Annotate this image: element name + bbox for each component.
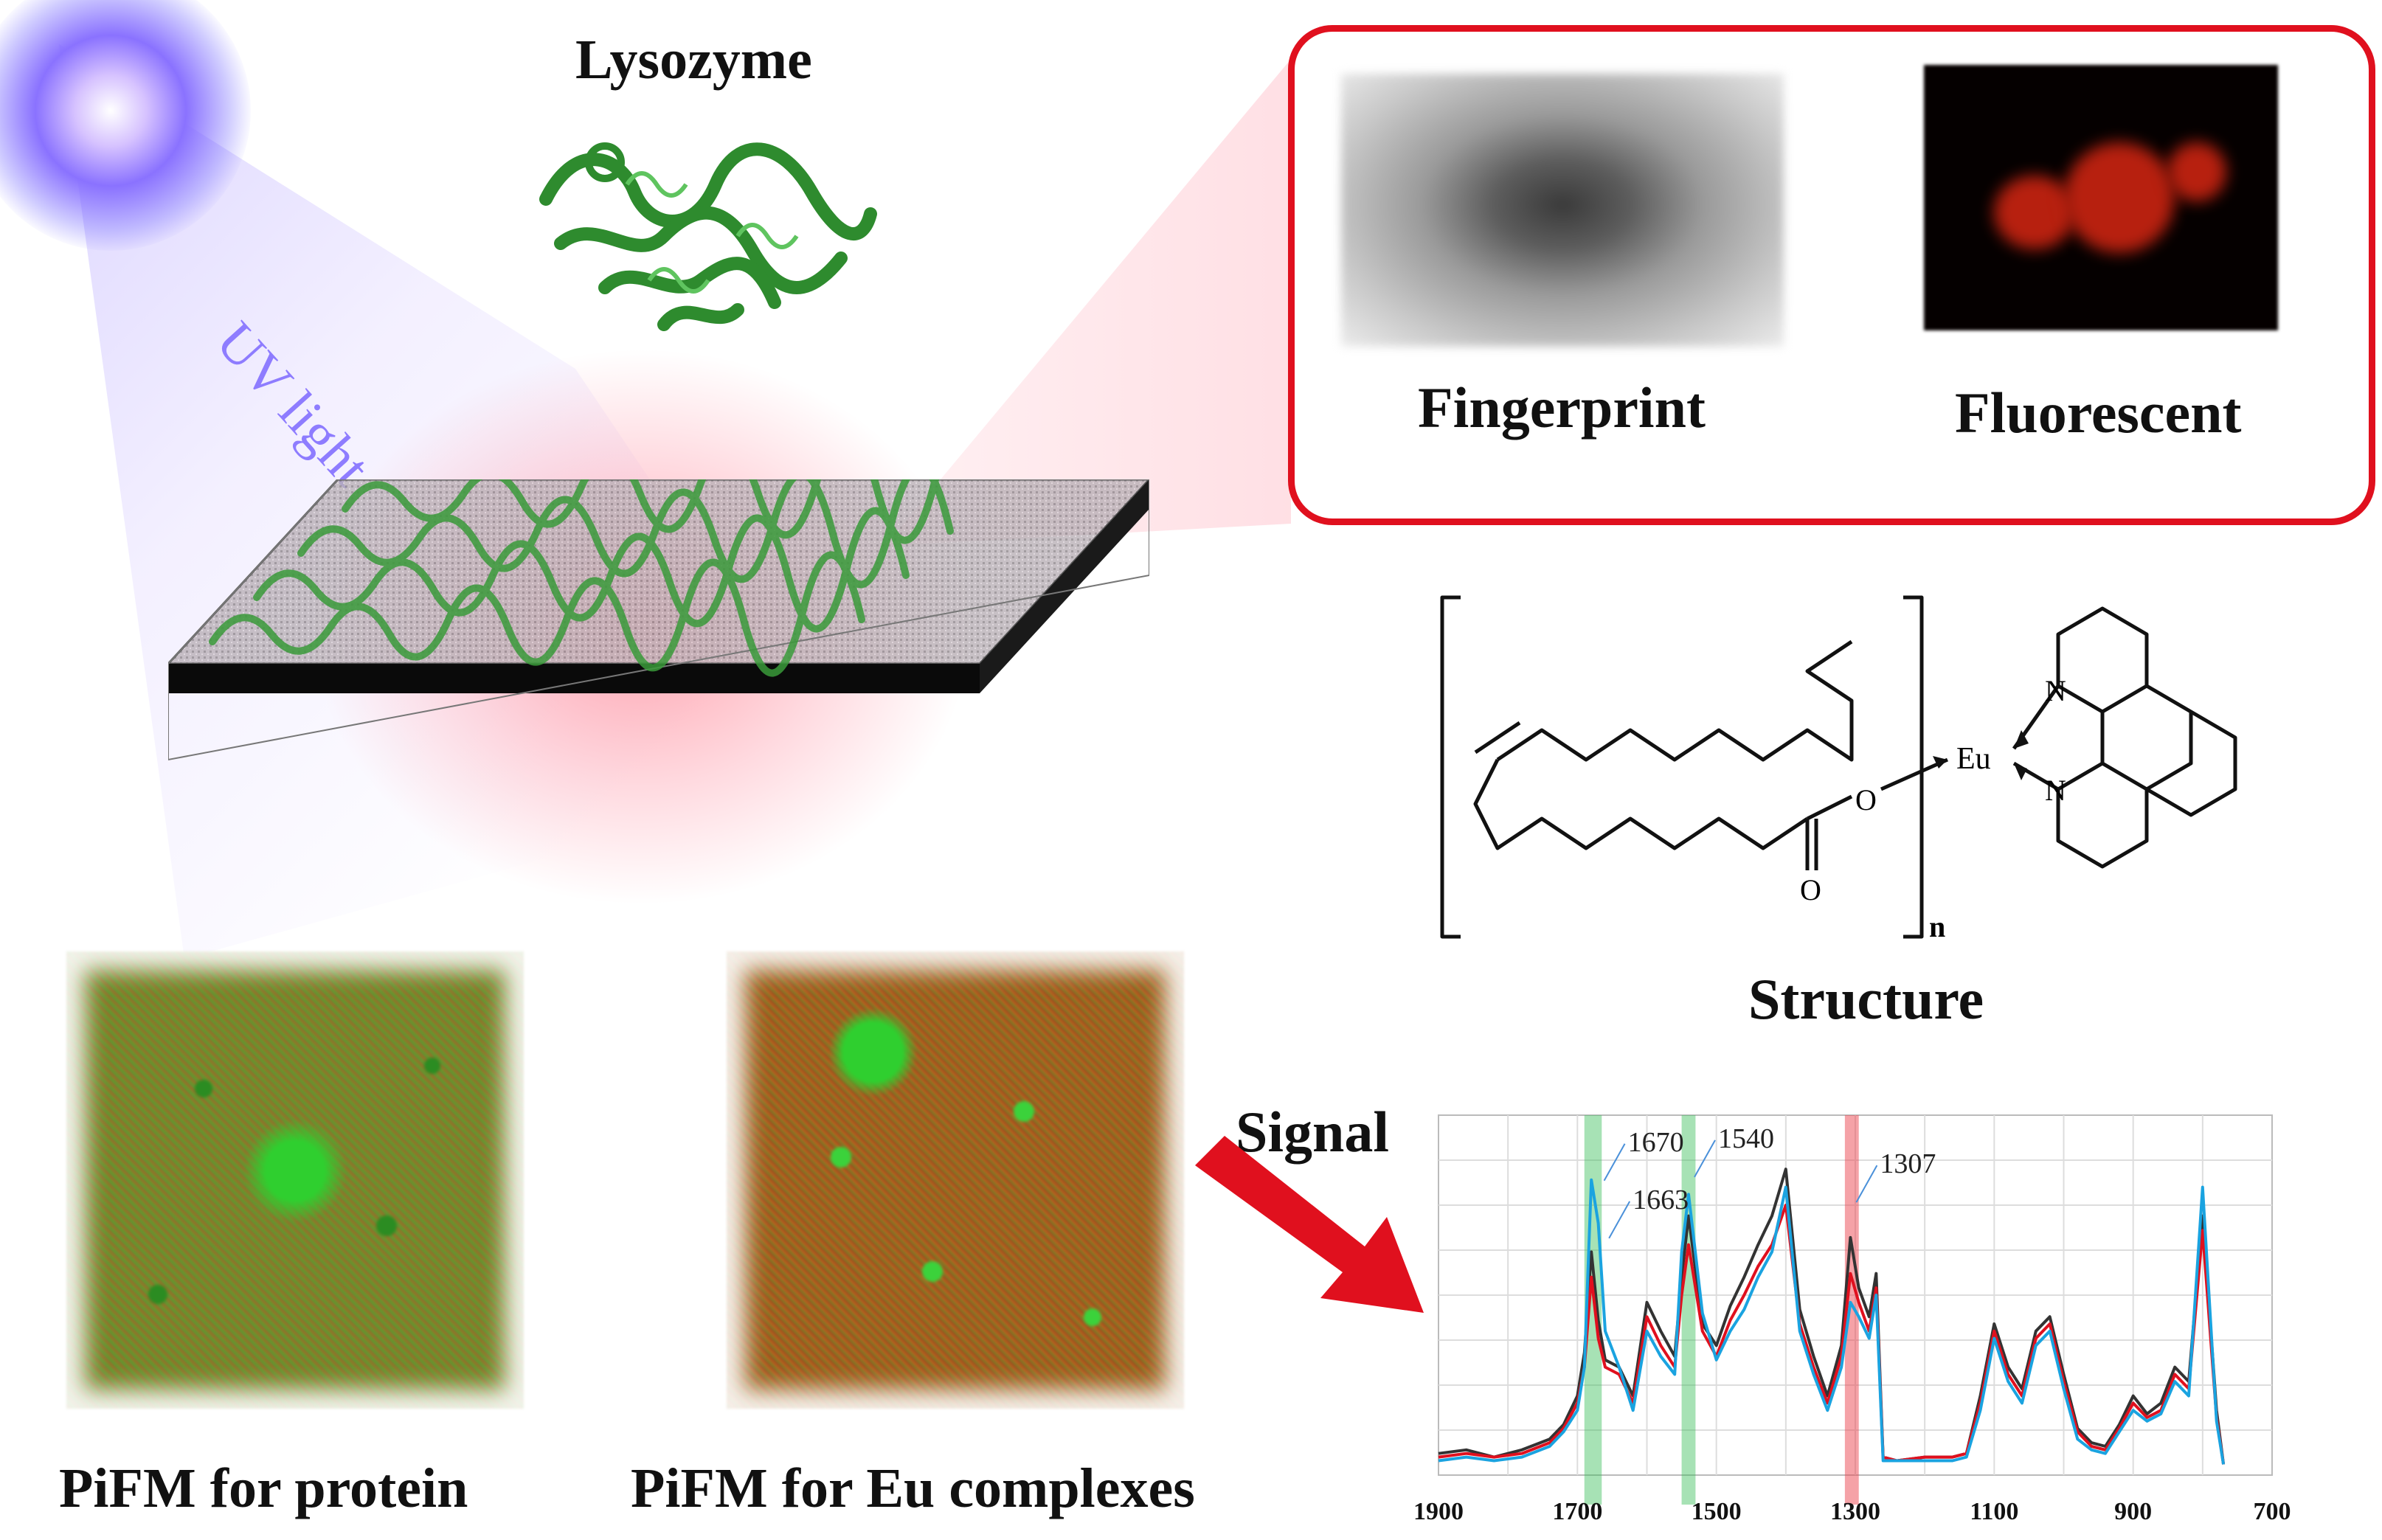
oxygen-symbol-ester: O <box>1855 783 1877 816</box>
chart-x-ticks: 1900 1700 1500 1300 1100 900 700 <box>1413 1498 2291 1525</box>
chart-x-tick-label: 1500 <box>1692 1498 1742 1525</box>
nitrogen-symbol-top: N <box>2045 674 2066 707</box>
chart-annotation-label: 1663 <box>1633 1185 1689 1215</box>
fingerprint-image <box>1341 74 1784 347</box>
chart-x-tick-label: 1700 <box>1552 1498 1602 1525</box>
chart-x-tick-label: 1300 <box>1830 1498 1880 1525</box>
signal-label: Signal <box>1236 1100 1390 1164</box>
chart-band-red <box>1844 1115 1859 1505</box>
chart-annotation-label: 1540 <box>1718 1123 1774 1154</box>
chart-x-tick-label: 1100 <box>1970 1498 2018 1525</box>
protein-film-slab <box>168 479 1149 761</box>
pifm-eu-label: PiFM for Eu complexes <box>631 1457 1195 1519</box>
fingerprint-label: Fingerprint <box>1418 375 1706 440</box>
chart-series-1 <box>1438 1204 2226 1465</box>
chart-x-tick-label: 700 <box>2254 1498 2291 1525</box>
lysozyme-protein-icon <box>539 142 877 331</box>
nitrogen-symbol-bottom: N <box>2045 774 2066 807</box>
chart-x-tick-label: 1900 <box>1413 1498 1464 1525</box>
structure-label: Structure <box>1748 967 1984 1031</box>
chart-annotation-leader <box>1603 1143 1626 1182</box>
chart-x-tick-label: 900 <box>2114 1498 2152 1525</box>
repeat-subscript: n <box>1929 910 1945 943</box>
chart-series-lines <box>1438 1168 2226 1465</box>
chart-annotation-leader <box>1608 1201 1631 1239</box>
chart-annotation-label: 1670 <box>1628 1127 1684 1158</box>
pifm-spectrum-chart: 1670 1663 1540 1307 1900 1700 1500 1300 1100 900… <box>1413 1114 2291 1525</box>
fluorescent-label: Fluorescent <box>1955 381 2242 445</box>
pifm-protein-label: PiFM for protein <box>59 1457 468 1519</box>
pifm-protein-image <box>66 951 524 1409</box>
chart-annotation-leader <box>1694 1140 1716 1178</box>
signal-arrow-icon <box>1195 1136 1424 1313</box>
chart-annotations: 1670 1663 1540 1307 <box>1603 1123 1936 1239</box>
lysozyme-label: Lysozyme <box>575 29 812 91</box>
fluorescent-image <box>1924 65 2278 330</box>
pifm-eu-image <box>727 951 1184 1409</box>
chart-band-green <box>1681 1115 1696 1505</box>
metal-symbol: Eu <box>1956 742 1991 776</box>
chart-series-2 <box>1438 1178 2226 1465</box>
oxygen-symbol-carbonyl: O <box>1800 873 1821 906</box>
eu-complex-structure: Eu N N O O n <box>1440 595 2237 943</box>
chart-annotation-leader <box>1855 1165 1878 1203</box>
chart-annotation-label: 1307 <box>1880 1148 1936 1179</box>
uv-light-source <box>0 0 251 251</box>
